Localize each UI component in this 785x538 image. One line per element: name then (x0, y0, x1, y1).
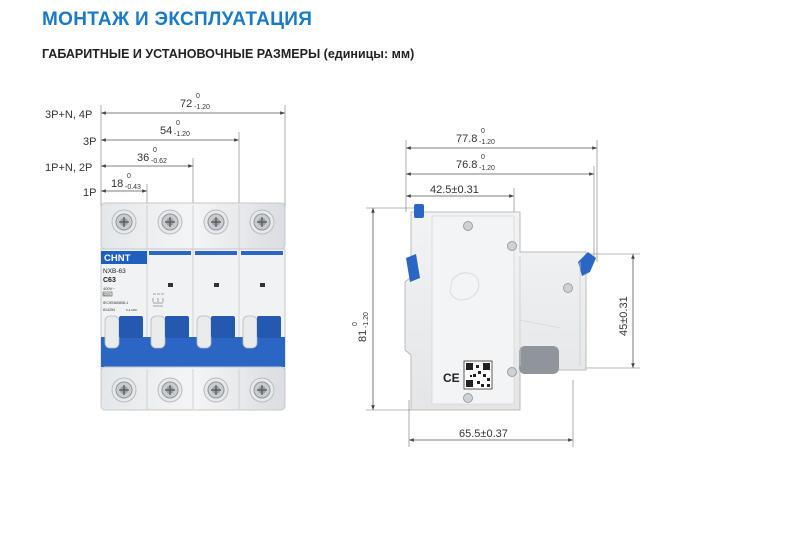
dim-tol-upper: 0 (176, 120, 180, 127)
dim-row-label: 3P (83, 136, 96, 148)
breaker-side-view: CE (404, 204, 596, 411)
ce-mark: CE (443, 371, 460, 385)
front-dimensions: 3P+N, 4P 72 0 -1.20 3P 54 0 -1.20 1P+N, … (45, 93, 286, 208)
page-subtitle: ГАБАРИТНЫЕ И УСТАНОВОЧНЫЕ РАЗМЕРЫ (едини… (42, 47, 415, 61)
handle-lever[interactable] (196, 315, 212, 349)
dim-tol-upper: 0 (153, 147, 157, 154)
dim-row-label: 1P (83, 187, 96, 199)
dim-row-label: 1P+N, 2P (45, 162, 92, 174)
small-label: 6-4-OFF (126, 308, 138, 312)
dim-value: 36 (137, 152, 149, 164)
breaking-label: 6000 (104, 292, 111, 296)
dim-height: 81 (357, 330, 369, 342)
rating-label: C63 (103, 277, 116, 284)
dim-row-3p: 3P 54 0 -1.20 (83, 120, 239, 148)
indicator-window (214, 283, 219, 287)
dim-tol-lower: -1.20 (479, 165, 495, 172)
handle-lever[interactable] (242, 315, 258, 349)
handle-lever[interactable] (104, 315, 120, 349)
dim-tol-upper: 0 (127, 173, 131, 180)
dim-tol-lower: -1.20 (194, 104, 210, 111)
din-latch[interactable] (578, 252, 596, 276)
dim-tol-lower: -1.20 (363, 312, 370, 328)
voltage-label: 400V~ (103, 286, 115, 291)
model-label: NXB-63 (103, 268, 126, 275)
brand-logo (101, 251, 147, 264)
dim-depth-front: 42.5±0.31 (430, 184, 479, 196)
side-dimensions: 77.8 0 -1.20 76.8 0 -1.20 42.5±0.31 81 0… (352, 128, 640, 447)
dim-value: 54 (160, 125, 172, 137)
dim-width-total: 77.8 (456, 133, 477, 145)
page-title: МОНТАЖ И ЭКСПЛУАТАЦИЯ (42, 9, 313, 30)
dim-tol-upper: 0 (481, 128, 485, 135)
dim-row-1p: 1P 18 0 -0.43 (83, 173, 147, 199)
dim-value: 72 (180, 98, 192, 110)
standard-label: IEC/EN60898-1 (103, 301, 128, 305)
code-label: 814254 (103, 308, 115, 312)
qr-code (463, 360, 493, 390)
dim-tol-upper: 0 (352, 322, 359, 326)
dim-row-2p: 1P+N, 2P 36 0 -0.62 (45, 147, 193, 174)
top-clip (414, 204, 424, 218)
dim-tol-lower: -0.62 (151, 158, 167, 165)
dim-row-4p: 3P+N, 4P 72 0 -1.20 (45, 93, 285, 121)
dim-tol-upper: 0 (196, 93, 200, 100)
dim-width-body: 76.8 (456, 159, 477, 171)
side-lever[interactable] (406, 254, 420, 282)
dim-tol-lower: -0.43 (125, 184, 141, 191)
dim-bottom-depth: 65.5±0.37 (459, 428, 508, 440)
dim-rail-height: 45±0.31 (618, 296, 630, 336)
handle-lever[interactable] (150, 315, 166, 349)
dim-tol-upper: 0 (481, 154, 485, 161)
dim-row-label: 3P+N, 4P (45, 109, 92, 121)
brand-logo-text: CHNT (104, 253, 131, 264)
indicator-window (260, 283, 265, 287)
grey-window (519, 346, 559, 374)
dim-tol-lower: -1.20 (479, 139, 495, 146)
indicator-window (168, 283, 173, 287)
dim-value: 18 (111, 178, 123, 190)
dim-tol-lower: -1.20 (174, 131, 190, 138)
breaker-front-view: CHNT NXB-63 C63 400V~ 6000 IEC/EN60898-1… (100, 202, 286, 411)
